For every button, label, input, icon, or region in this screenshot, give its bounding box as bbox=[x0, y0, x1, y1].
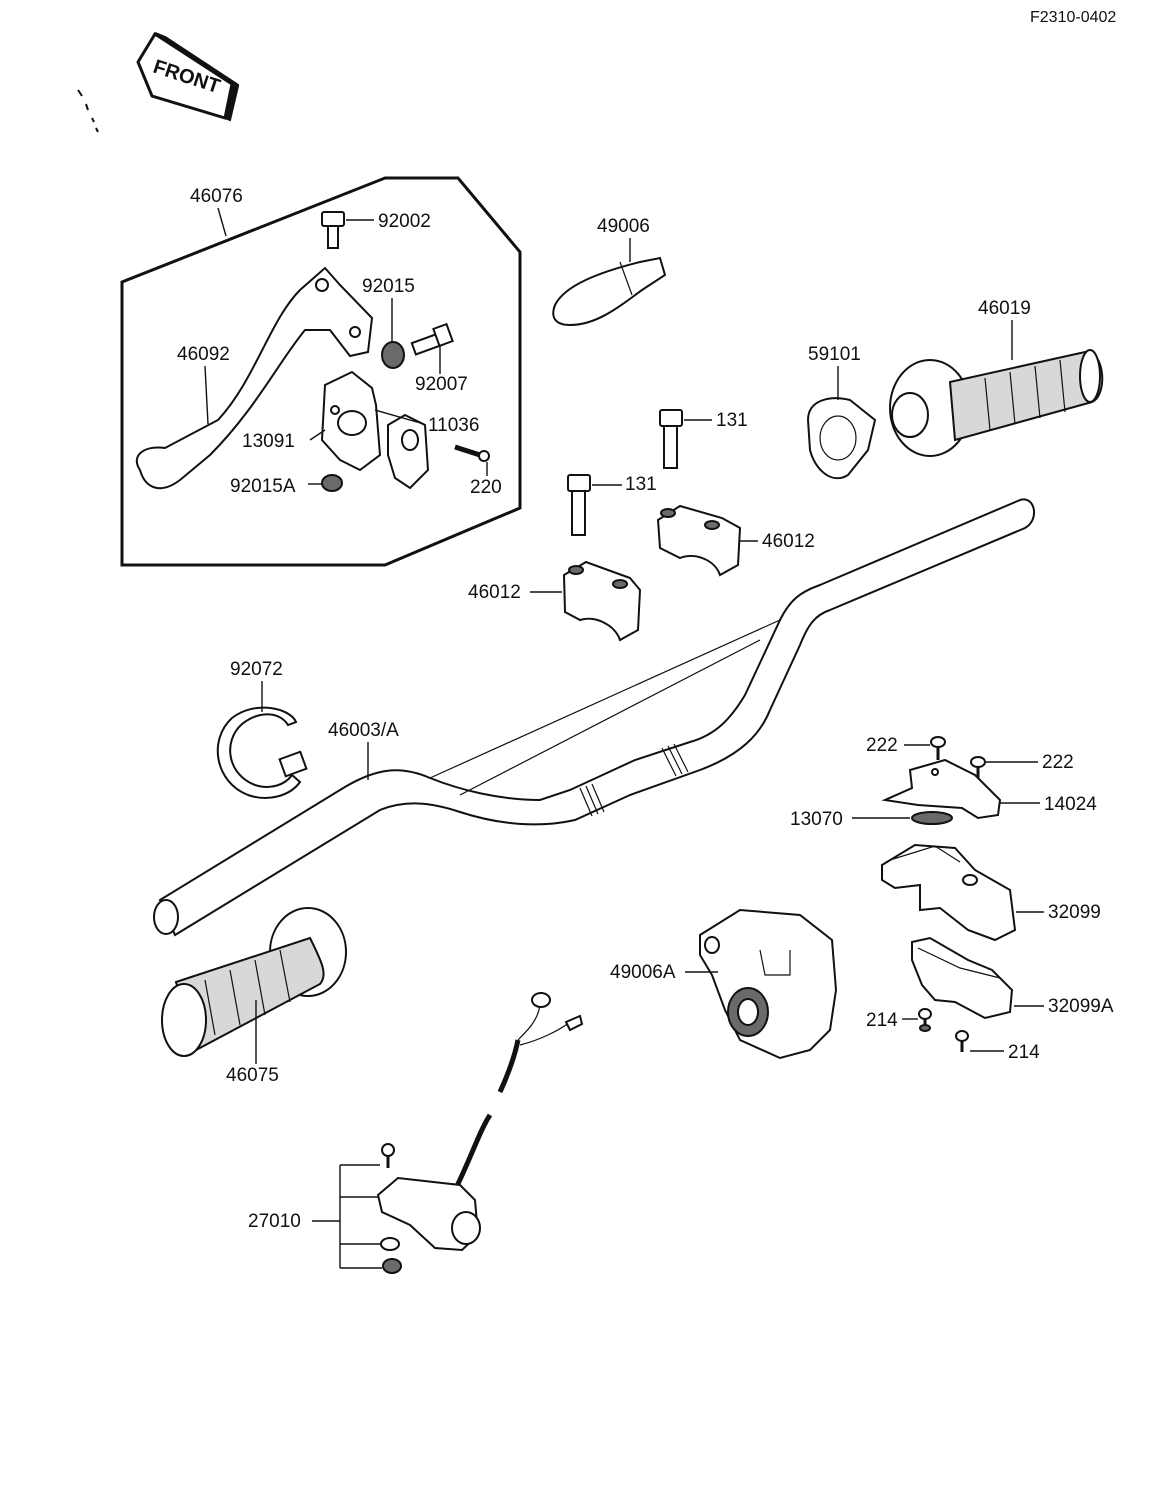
label-222-left: 222 bbox=[866, 735, 898, 756]
label-46075: 46075 bbox=[226, 1065, 279, 1086]
label-220: 220 bbox=[470, 477, 502, 498]
handlebar-holder-46012-right-icon bbox=[656, 504, 742, 577]
grip-46075-icon bbox=[161, 907, 347, 1057]
label-46012-left: 46012 bbox=[468, 582, 521, 603]
throttle-case-32099A-icon bbox=[911, 936, 1014, 1020]
throttle-case-32099-icon bbox=[881, 843, 1017, 942]
label-11036: 11036 bbox=[428, 415, 479, 436]
label-27010: 27010 bbox=[248, 1211, 301, 1232]
throttle-housing-49006A-icon bbox=[699, 908, 838, 1060]
bolt-131-upper-icon bbox=[659, 409, 683, 469]
label-222-right: 222 bbox=[1042, 752, 1074, 773]
label-14024: 14024 bbox=[1044, 794, 1097, 815]
label-92015: 92015 bbox=[362, 276, 415, 297]
leader-46092 bbox=[204, 365, 209, 425]
band-92072-icon bbox=[216, 706, 308, 799]
label-92007: 92007 bbox=[415, 374, 468, 395]
label-46012-right: 46012 bbox=[762, 531, 815, 552]
cap-14024-icon bbox=[881, 758, 1002, 820]
label-32099: 32099 bbox=[1048, 902, 1101, 923]
label-92015A: 92015A bbox=[230, 476, 296, 497]
screw-214-right-icon bbox=[955, 1030, 969, 1052]
leader-46076 bbox=[217, 207, 227, 237]
handlebar-46003A-icon bbox=[153, 498, 1035, 937]
nut-92015-icon bbox=[381, 341, 405, 369]
label-131-upper: 131 bbox=[716, 410, 748, 431]
figure-reference: F2310-0402 bbox=[1030, 9, 1116, 26]
clamp-11036-icon bbox=[387, 413, 430, 490]
leader-11036 bbox=[374, 409, 425, 425]
nut-92015A-icon bbox=[321, 474, 343, 492]
screw-222-left-icon bbox=[930, 736, 946, 760]
throttle-grip-46019-icon bbox=[889, 349, 1104, 457]
label-46092: 46092 bbox=[177, 344, 230, 365]
label-92002: 92002 bbox=[378, 211, 431, 232]
engine-stop-switch-27010-icon bbox=[376, 992, 584, 1274]
handlebar-holder-46012-left-icon bbox=[562, 560, 642, 642]
label-214-right: 214 bbox=[1008, 1042, 1040, 1063]
label-59101: 59101 bbox=[808, 344, 861, 365]
label-46019: 46019 bbox=[978, 298, 1031, 319]
front-arrow-icon bbox=[136, 31, 240, 122]
throttle-pulley-59101-icon bbox=[806, 397, 877, 480]
bolt-131-lower-icon bbox=[567, 474, 591, 536]
label-13091: 13091 bbox=[242, 431, 295, 452]
clutch-lever-46092-icon bbox=[135, 266, 374, 490]
cover-49006-icon bbox=[552, 256, 667, 327]
ring-13070-icon bbox=[911, 811, 953, 825]
screw-220-icon bbox=[454, 444, 490, 462]
screw-214-left-icon bbox=[918, 1008, 932, 1032]
label-32099A: 32099A bbox=[1048, 996, 1114, 1017]
label-49006A: 49006A bbox=[610, 962, 676, 983]
adjuster-92007-icon bbox=[410, 322, 454, 356]
label-131-lower: 131 bbox=[625, 474, 657, 495]
label-13070: 13070 bbox=[790, 809, 843, 830]
leader-27010-bracket bbox=[312, 1164, 382, 1269]
clutch-lever-assembly-outline bbox=[120, 176, 522, 567]
label-214-left: 214 bbox=[866, 1010, 898, 1031]
label-46076: 46076 bbox=[190, 186, 243, 207]
lever-holder-13091-icon bbox=[320, 370, 382, 472]
label-49006: 49006 bbox=[597, 216, 650, 237]
label-46003A: 46003/A bbox=[328, 720, 399, 741]
label-92072: 92072 bbox=[230, 659, 283, 680]
leader-13091 bbox=[309, 429, 326, 441]
bolt-92002-icon bbox=[321, 211, 345, 249]
scan-marks bbox=[77, 89, 99, 133]
